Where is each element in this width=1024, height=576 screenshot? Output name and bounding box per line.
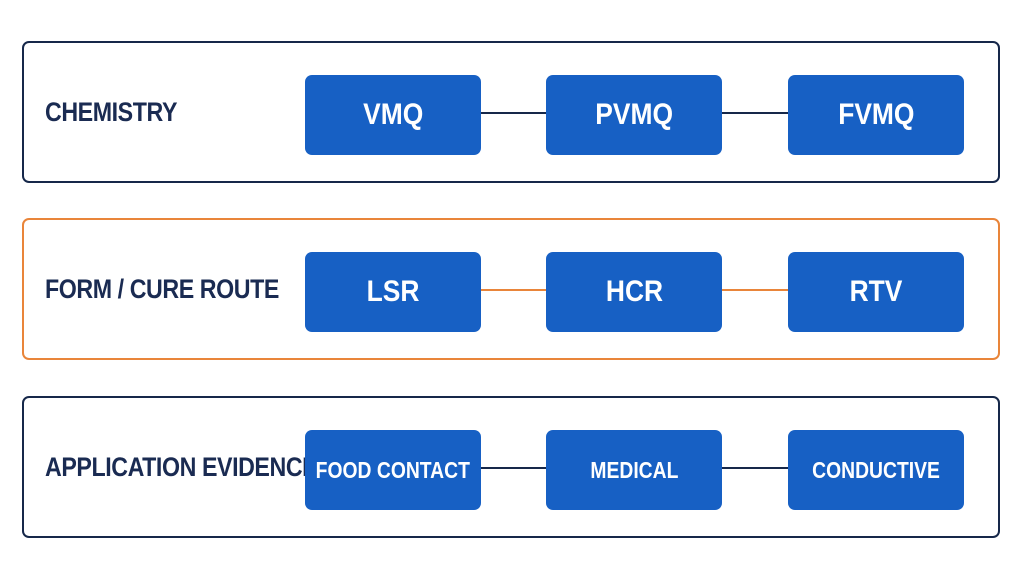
connector	[722, 289, 790, 291]
node-label: VMQ	[362, 98, 424, 131]
node-hcr: HCR	[546, 252, 722, 332]
node-pvmq: PVMQ	[546, 75, 722, 155]
node-medical: MEDICAL	[546, 430, 722, 510]
row-label-chemistry: CHEMISTRY	[45, 96, 178, 127]
node-label: PVMQ	[595, 98, 673, 131]
node-lsr: LSR	[305, 252, 481, 332]
node-fvmq: FVMQ	[788, 75, 964, 155]
connector	[481, 467, 547, 469]
connector	[722, 112, 790, 114]
connector	[722, 467, 790, 469]
node-conductive: CONDUCTIVE	[788, 430, 964, 510]
row-application-evidence: APPLICATION EVIDENCE FOOD CONTACT MEDICA…	[22, 396, 1000, 538]
node-label: RTV	[849, 275, 903, 308]
node-label: HCR	[605, 275, 663, 308]
node-rtv: RTV	[788, 252, 964, 332]
node-food-contact: FOOD CONTACT	[305, 430, 481, 510]
row-chemistry: CHEMISTRY VMQ PVMQ FVMQ	[22, 41, 1000, 183]
row-label-application-evidence: APPLICATION EVIDENCE	[45, 451, 318, 482]
connector	[481, 289, 547, 291]
node-label: FVMQ	[837, 98, 915, 131]
node-label: LSR	[366, 275, 420, 308]
row-label-form-cure-route: FORM / CURE ROUTE	[45, 273, 279, 304]
node-label: FOOD CONTACT	[315, 456, 471, 483]
node-vmq: VMQ	[305, 75, 481, 155]
node-label: MEDICAL	[589, 456, 679, 483]
row-form-cure-route: FORM / CURE ROUTE LSR HCR RTV	[22, 218, 1000, 360]
node-label: CONDUCTIVE	[812, 456, 940, 483]
connector	[481, 112, 547, 114]
